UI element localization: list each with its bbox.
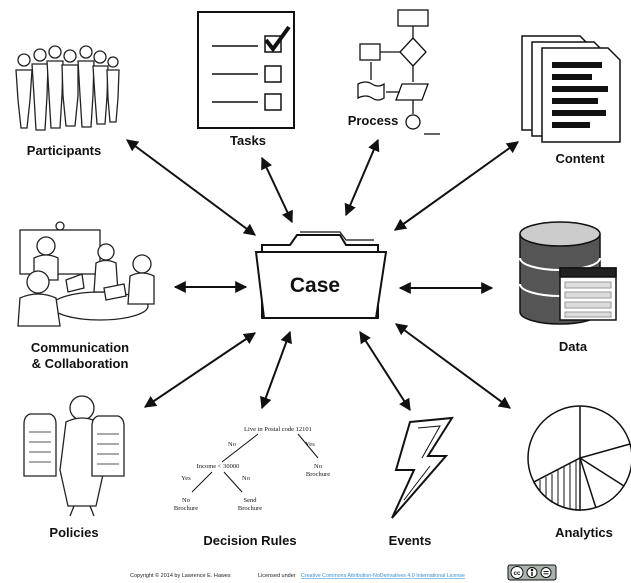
tree-no-mid: No [242, 475, 250, 482]
arrow-content [394, 141, 519, 231]
decision-rules-node: Live in Postal code 12101 No Yes Income … [174, 426, 330, 548]
tree-income: Income < 30000 [197, 463, 240, 470]
arrow-participants [126, 139, 256, 236]
lightning-bolt-icon [391, 416, 454, 519]
decision-rules-label: Decision Rules [203, 533, 296, 548]
analytics-label: Analytics [555, 525, 613, 540]
participants-label: Participants [27, 143, 101, 158]
footer: Copyright © 2014 by Lawrence E. Hawes Li… [130, 564, 557, 581]
content-node: Content [521, 35, 621, 166]
policies-node: Policies [23, 395, 125, 540]
tree-no-left: No [228, 441, 236, 448]
pie-chart-icon [527, 405, 631, 511]
tree-yes-right: Yes [305, 441, 315, 448]
documents-icon [521, 35, 621, 143]
arrow-decision-rules [260, 330, 292, 410]
arrow-analytics [395, 323, 511, 409]
process-node: Process [348, 9, 440, 135]
tree-yes-left: Yes [181, 475, 191, 482]
meeting-icon [17, 221, 155, 327]
nd-icon [540, 567, 552, 578]
case-label: Case [290, 274, 340, 297]
events-label: Events [389, 533, 432, 548]
cc-badge-text: cc [514, 571, 521, 577]
collaboration-label-line1: Communication [31, 340, 129, 355]
arrow-process [344, 138, 380, 217]
arrow-events [359, 330, 411, 412]
man-with-tablets-icon [23, 395, 125, 517]
collaboration-label-line2: & Collaboration [32, 356, 129, 371]
case-folder: Case [254, 231, 388, 319]
copyright-text: Copyright © 2014 by Lawrence E. Hawes [130, 572, 231, 579]
arrow-tasks [261, 156, 293, 224]
license-link[interactable]: Creative Commons Attribution-NoDerivativ… [301, 573, 465, 579]
analytics-node: Analytics [527, 405, 631, 540]
checklist-icon [197, 11, 295, 129]
tree-root: Live in Postal code 12101 [244, 426, 312, 433]
policies-label: Policies [49, 525, 98, 540]
content-label: Content [555, 151, 605, 166]
tasks-node: Tasks [197, 11, 295, 148]
people-group-icon [15, 45, 120, 131]
tasks-label: Tasks [230, 133, 266, 148]
process-label: Process [348, 113, 399, 128]
licensed-under-text: Licensed under [258, 573, 296, 579]
data-label: Data [559, 339, 588, 354]
connector-arrows [126, 138, 519, 412]
flowchart-icon [357, 9, 440, 135]
events-node: Events [389, 416, 454, 548]
cc-license-badge[interactable]: cc [507, 564, 557, 581]
database-icon [519, 221, 617, 325]
data-node: Data [519, 221, 617, 354]
collaboration-node: Communication & Collaboration [17, 221, 155, 371]
participants-node: Participants [15, 45, 120, 158]
decision-tree-diagram: Live in Postal code 12101 No Yes Income … [174, 426, 330, 512]
arrow-policies [144, 332, 256, 408]
